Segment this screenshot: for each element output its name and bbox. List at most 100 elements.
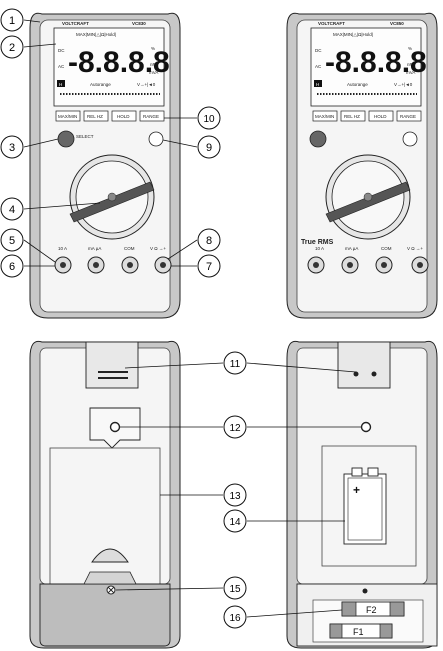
callout-15-text: 15 [229,584,241,595]
bracket-hole [353,371,359,377]
callout-11-text: 11 [230,359,241,370]
battery-plus: + [353,483,360,497]
battery-terminal [351,467,363,477]
callout-4-text: 4 [9,204,15,216]
fuse-cover-tab [83,571,137,585]
callout-1: 1 [0,8,24,32]
callout-15: 15 [223,576,247,600]
fuse-f2-label: F2 [366,605,377,615]
brand-label: VOLTCRAFT [318,21,345,26]
button-row: MAX/MIN REL HZ HOLD RANGE [55,110,165,122]
callout-9-text: 9 [206,142,212,154]
dc-indicator: DC [58,48,65,53]
range-button[interactable] [139,110,165,122]
hold-label: HOLD [374,114,387,119]
select-label: SELECT [76,134,94,139]
range-label: RANGE [143,114,159,119]
unit-f: nF [407,62,413,67]
hold-icon-label: H [59,82,62,87]
jack-ma-hole [347,262,353,268]
autorange-label: Autorange [90,82,111,87]
callout-5: 5 [0,228,24,252]
ac-indicator: AC [315,64,322,69]
fuse-f1-label: F1 [353,627,364,637]
select-button[interactable] [309,130,327,148]
callout-12-text: 12 [229,423,241,434]
max-min-label: MAX/MIN [58,114,77,119]
callout-8: 8 [197,228,221,252]
front-view-vc850: VOLTCRAFT VC850 MAX|MIN|△|Ω|Hold| DC AC … [286,12,438,319]
fuse-cover[interactable] [39,583,171,647]
jack-v-hole [160,262,166,268]
rel-hz-button[interactable] [83,110,109,122]
brand-label: VOLTCRAFT [62,21,89,26]
stand-bracket [337,341,391,389]
callout-7-text: 7 [206,261,212,273]
callout-2: 2 [0,35,24,59]
lcd-digits: -8.8.8.8 [68,46,170,79]
range-label: RANGE [400,114,416,119]
callout-14-text: 14 [229,517,241,528]
callout-13: 13 [223,483,247,507]
switch-pointer [325,181,411,223]
bar-icons: V→+|◄0 [394,82,413,87]
ac-indicator: AC [58,64,65,69]
jack-label-10a: 10 A [58,246,67,251]
callout-9: 9 [197,135,221,159]
bracket-hole [371,371,377,377]
switch-pointer [69,181,155,223]
range-button[interactable] [396,110,422,122]
max-min-button[interactable] [312,110,338,122]
callouts: 1 2 3 4 5 6 7 8 9 10 11 12 13 14 15 16 [0,8,247,629]
unit-mva: mVA [149,70,158,75]
fuse-cap [329,623,343,639]
ncv-sensor [148,131,164,147]
callout-5-text: 5 [9,235,15,247]
max-min-label: MAX/MIN [315,114,334,119]
jack-label-ma: mA µA [345,246,358,251]
tilt-stand-hook[interactable] [85,341,139,389]
hold-button[interactable] [368,110,394,122]
percent-indicator: % [151,46,155,51]
fuse-cap [341,601,357,617]
stand-screw [360,421,372,433]
battery-terminal [367,467,379,477]
percent-indicator: % [408,46,412,51]
model-label: VC830 [132,21,146,26]
rotary-switch[interactable] [69,154,155,240]
jack-label-v: V Ω →+ [407,246,423,251]
jack-com-hole [381,262,387,268]
front-view-vc830: VOLTCRAFT VC830 MAX|MIN|△|Ω|Hold| DC AC … [29,12,181,319]
jack-com-hole [127,262,133,268]
jack-label-com: COM [124,246,135,251]
back-view-open: + F2 F1 [286,340,438,649]
battery-inner [347,477,383,541]
rel-hz-button[interactable] [340,110,366,122]
jack-label-10a: 10 A [315,246,324,251]
callout-10: 10 [197,106,221,130]
callout-8-text: 8 [206,235,212,247]
input-jacks: 10 A mA µA COM V Ω →+ [54,246,172,274]
callout-10-text: 10 [203,114,215,125]
input-jacks: 10 A mA µA COM V Ω →+ [307,246,429,274]
max-min-button[interactable] [55,110,81,122]
battery-9v[interactable] [343,473,387,545]
unit-f: nF [150,62,156,67]
rel-hz-label: REL HZ [87,114,103,119]
callout-16: 16 [223,605,247,629]
ncv-sensor [402,131,418,147]
cover-latch[interactable] [91,548,129,563]
hold-button[interactable] [111,110,137,122]
callout-4: 4 [0,197,24,221]
select-button[interactable] [57,130,75,148]
fuse-screw-hole [362,588,368,594]
callout-6: 6 [0,254,24,278]
callout-7: 7 [197,254,221,278]
callout-6-text: 6 [9,261,15,273]
lcd-digits: -8.8.8.8 [325,46,427,79]
rotary-switch[interactable] [325,154,411,240]
callout-13-text: 13 [229,491,241,502]
button-row: MAX/MIN REL HZ HOLD RANGE [312,110,422,122]
rel-hz-label: REL HZ [344,114,360,119]
